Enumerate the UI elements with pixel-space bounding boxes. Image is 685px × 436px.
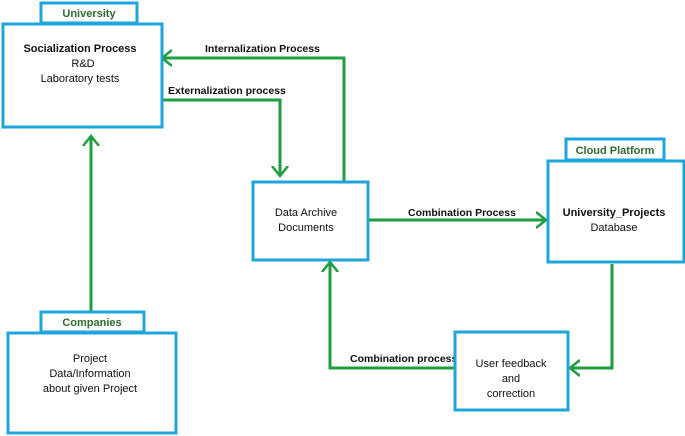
internalization-arrow [162,58,346,182]
companies-line-3: about given Project [43,383,137,395]
feedback-line-1: User feedback [476,358,547,370]
combination-from-feedback-label: Combination process [350,353,458,365]
feedback-node: User feedback and correction [453,330,570,412]
externalization-label: Externalization process [168,85,286,97]
university-line-3: Laboratory tests [41,73,120,85]
feedback-line-2: and [502,373,520,385]
externalization-arrow [162,98,280,176]
internalization-label: Internalization Process [205,43,320,55]
cloud-tab-label: Cloud Platform [576,145,655,157]
cloud-line-2: Database [590,222,637,234]
companies-node: Companies Project Data/Information about… [6,310,178,435]
cloud-to-feedback-arrow [570,264,614,368]
archive-line-1: Data Archive [275,207,337,219]
archive-node: Data Archive Documents [251,180,370,262]
university-tab-label: University [62,8,116,20]
combination-to-cloud-label: Combination Process [408,207,516,219]
university-node: University Socialization Process R&D Lab… [1,1,164,129]
cloud-node: Cloud Platform University_Projects Datab… [546,137,685,264]
university-line-2: R&D [71,58,94,70]
companies-line-2: Data/Information [49,368,130,380]
cloud-line-1: University_Projects [563,207,666,219]
companies-tab-label: Companies [62,317,121,329]
companies-line-1: Project [73,353,107,365]
archive-line-2: Documents [278,222,334,234]
feedback-line-3: correction [487,388,535,400]
university-line-1: Socialization Process [23,43,136,55]
combination-from-feedback-arrow [330,262,455,370]
